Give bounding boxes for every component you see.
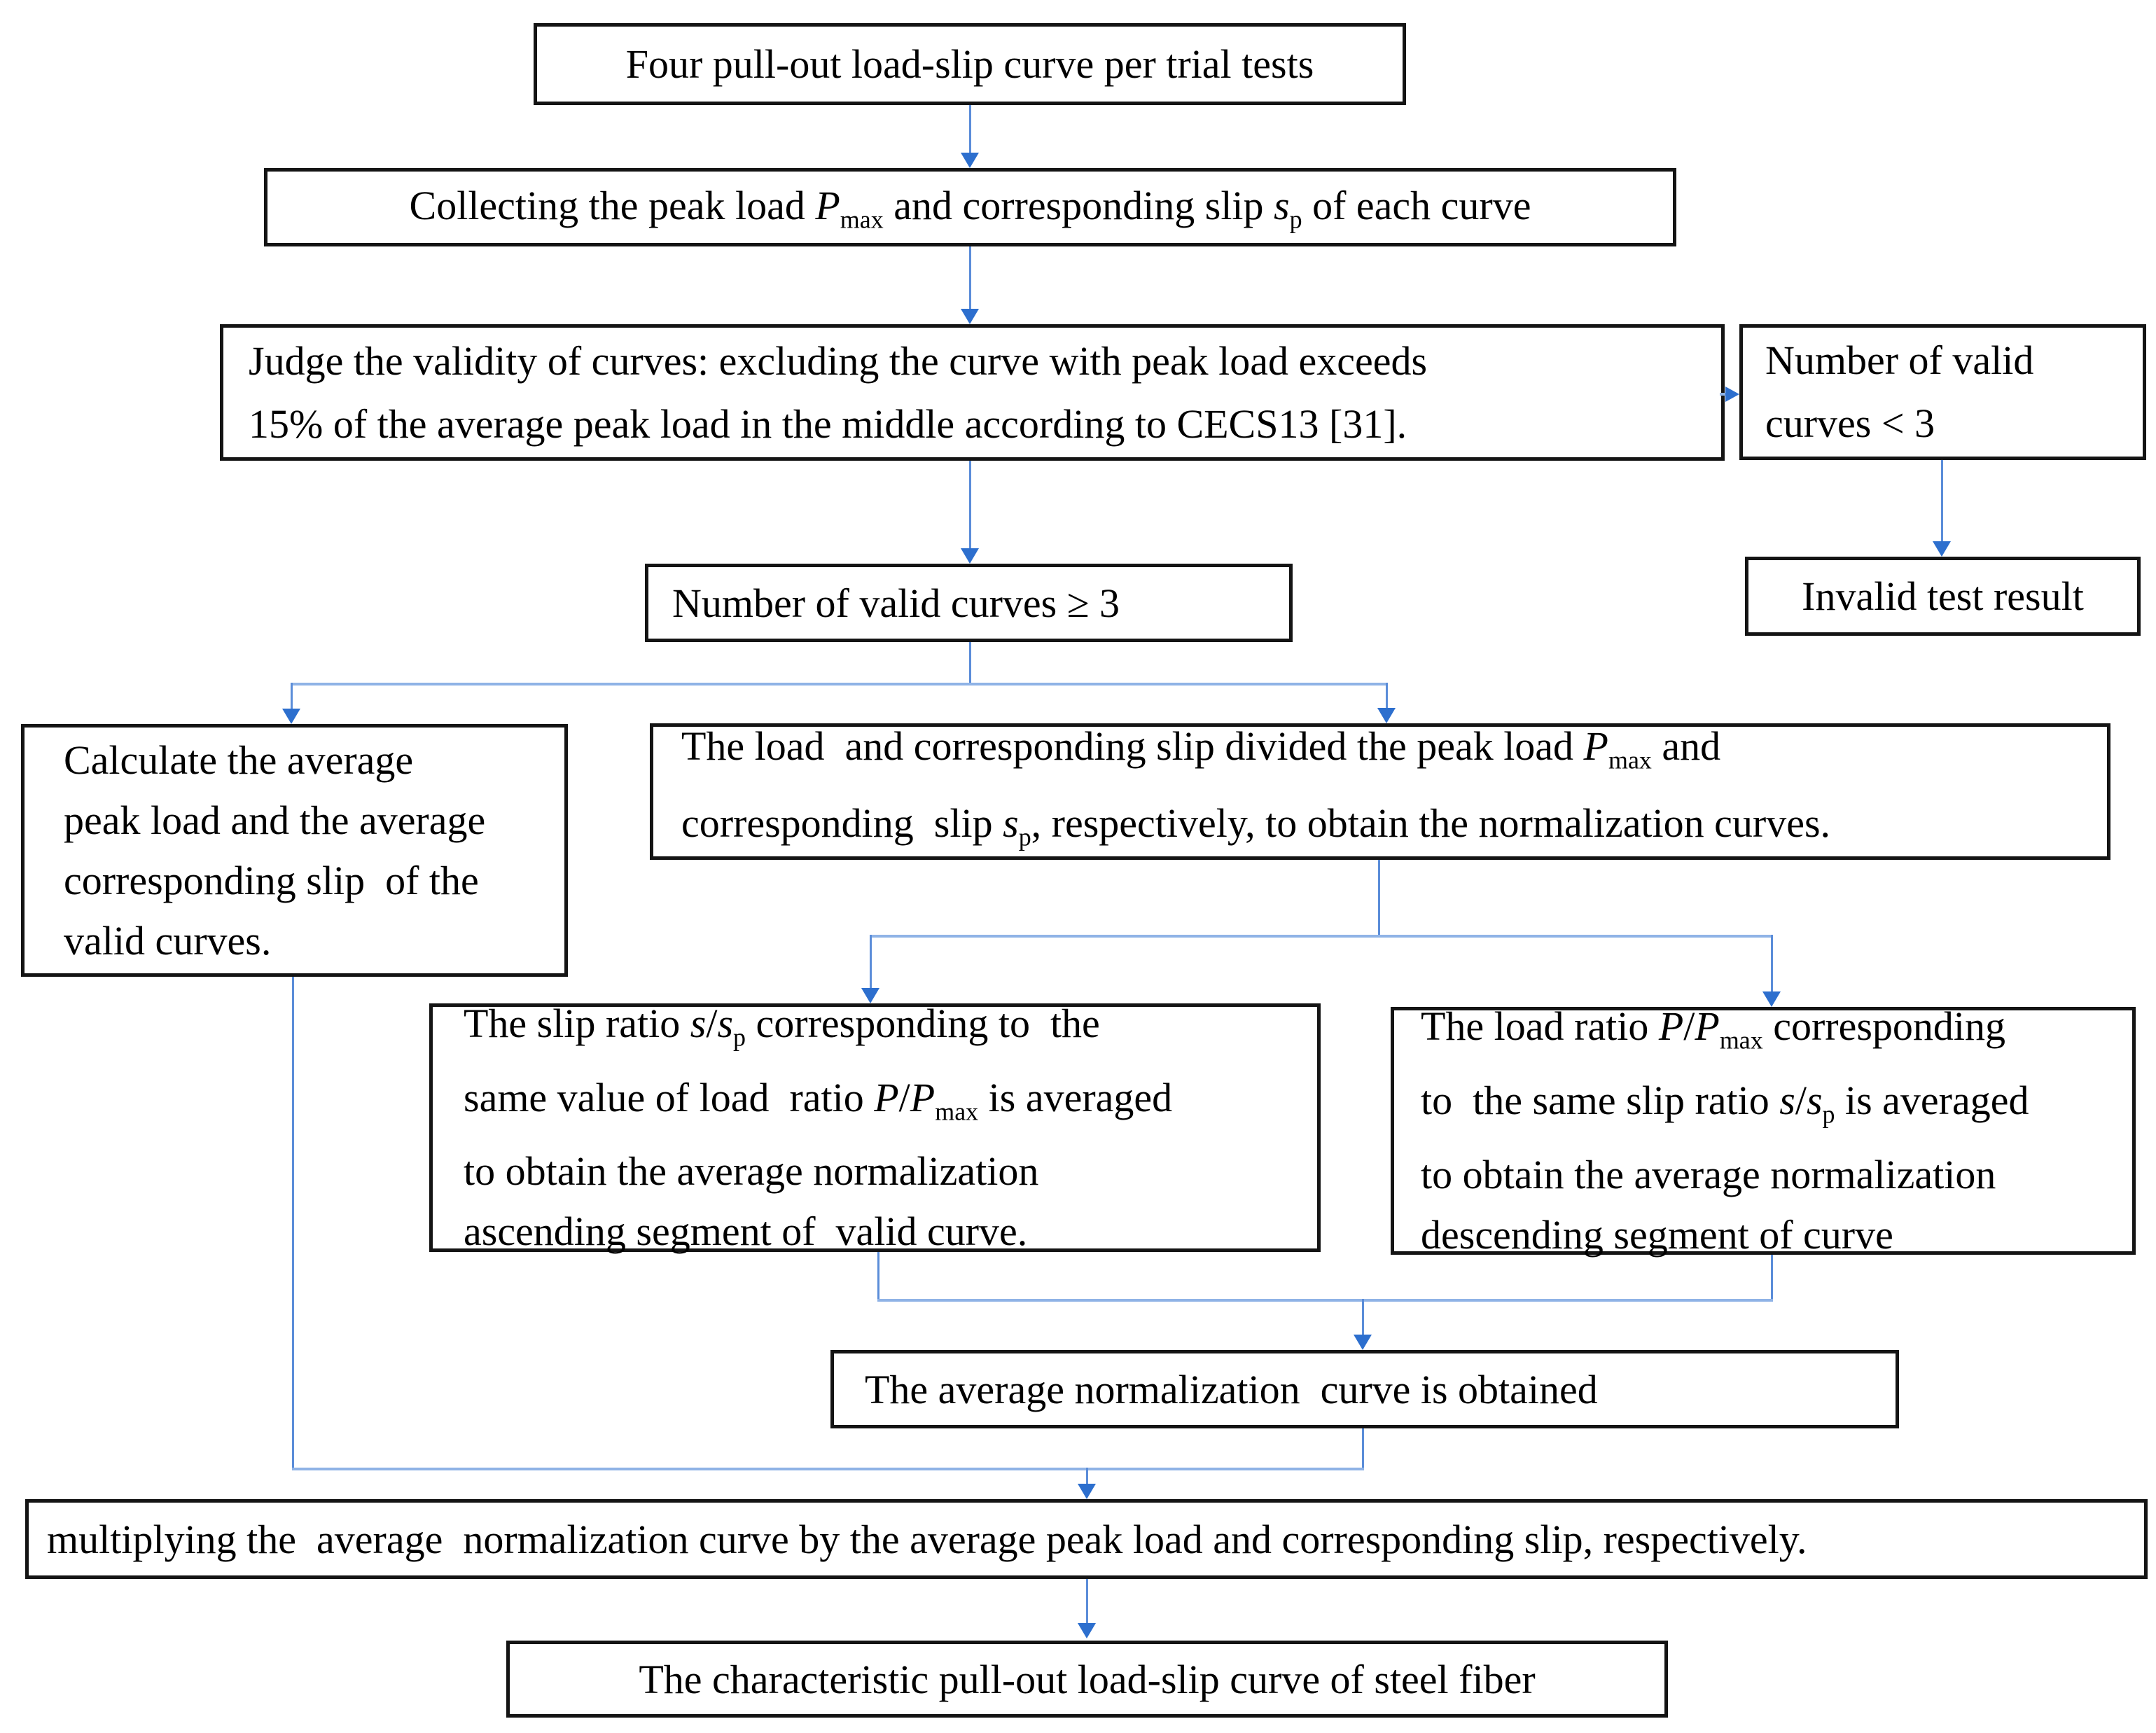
text-line: The load ratio P/Pmax corresponding: [1421, 1003, 2006, 1055]
text-line: to the same slip ratio s/sp is averaged: [1421, 1078, 2029, 1129]
text-line: The load and corresponding slip divided …: [681, 723, 1721, 774]
connector-multiply-final: [1086, 1579, 1088, 1624]
text-line: The average normalization curve is obtai…: [865, 1366, 1598, 1412]
connector-judge-lt3: [1720, 393, 1728, 396]
connector-collect-judge: [969, 246, 971, 309]
arrowhead-trial-collect: [961, 153, 979, 168]
text-line: descending segment of curve: [1421, 1211, 1893, 1258]
text-line: curves < 3: [1765, 401, 1935, 446]
node-load-ratio-descending: The load ratio P/Pmax corresponding to th…: [1391, 1003, 2136, 1258]
connector-trial-collect: [969, 105, 971, 154]
connector-merge-bar: [877, 1299, 1773, 1302]
connector-calc-leftpath: [292, 977, 294, 1470]
connector-split-to-calc: [291, 683, 293, 709]
arrowhead-split-loadratio: [1762, 991, 1781, 1007]
text-line: multiplying the average normalization cu…: [47, 1516, 1807, 1562]
arrowhead-split-slipratio: [861, 988, 879, 1003]
node-invalid-result: Invalid test result: [1745, 557, 2141, 636]
text-line: The characteristic pull-out load-slip cu…: [639, 1656, 1536, 1702]
connector-merge-to-multiply: [1086, 1468, 1088, 1485]
text-line: to obtain the average normalization: [464, 1148, 1039, 1195]
text-line: corresponding slip of the: [64, 857, 479, 903]
text-line: peak load and the average: [64, 797, 486, 843]
node-collect-peak-load: Collecting the peak load Pmax and corres…: [264, 168, 1676, 246]
connector-ge3-split-stem: [969, 642, 971, 685]
text-line: Judge the validity of curves: excluding …: [249, 337, 1428, 384]
connector-divide-split-bar: [870, 935, 1773, 938]
node-trial-tests: Four pull-out load-slip curve per trial …: [534, 23, 1406, 105]
text-line: 15% of the average peak load in the midd…: [249, 401, 1407, 447]
arrowhead-merge-avgnorm: [1354, 1335, 1372, 1350]
text-line: Collecting the peak load Pmax and corres…: [409, 183, 1531, 234]
connector-divide-split-stem: [1378, 860, 1380, 937]
node-calc-average: Calculate the average peak load and the a…: [21, 724, 568, 977]
connector-merge-to-avgnorm: [1362, 1299, 1364, 1336]
node-multiply-back: multiplying the average normalization cu…: [25, 1499, 2148, 1579]
connector-split-to-divide: [1386, 683, 1388, 709]
text-line: Number of valid curves ≥ 3: [672, 580, 1120, 626]
connector-split-to-loadratio: [1771, 935, 1773, 993]
node-valid-curves-ge3: Number of valid curves ≥ 3: [645, 564, 1293, 642]
node-normalize-divide: The load and corresponding slip divided …: [650, 723, 2110, 860]
connector-judge-ge3: [969, 461, 971, 550]
node-slip-ratio-ascending: The slip ratio s/sp corresponding to the…: [429, 1001, 1321, 1254]
text-line: ascending segment of valid curve.: [464, 1209, 1028, 1255]
arrowhead-split-divide: [1377, 708, 1396, 723]
connector-ge3-split-bar: [291, 683, 1388, 685]
arrowhead-merge-multiply: [1078, 1484, 1096, 1499]
text-line: same value of load ratio P/Pmax is avera…: [464, 1074, 1173, 1126]
text-line: Number of valid: [1765, 337, 2034, 383]
node-characteristic-curve: The characteristic pull-out load-slip cu…: [506, 1641, 1668, 1718]
text-line: Calculate the average: [64, 737, 414, 783]
text-line: corresponding slip sp, respectively, to …: [681, 800, 1831, 851]
arrowhead-split-calc: [282, 709, 300, 724]
node-judge-validity: Judge the validity of curves: excluding …: [220, 324, 1725, 461]
text-line: to obtain the average normalization: [1421, 1151, 1996, 1197]
node-average-normalization-curve: The average normalization curve is obtai…: [830, 1350, 1899, 1428]
connector-lt3-invalid: [1941, 460, 1943, 543]
connector-slipratio-merge: [877, 1252, 879, 1301]
text-line: The slip ratio s/sp corresponding to the: [464, 1000, 1100, 1052]
connector-split-to-slipratio: [870, 935, 872, 989]
arrowhead-collect-judge: [961, 309, 979, 324]
arrowhead-multiply-final: [1078, 1623, 1096, 1638]
text-line: Invalid test result: [1802, 573, 2084, 619]
node-valid-curves-lt3: Number of valid curves < 3: [1739, 324, 2146, 460]
connector-loadratio-merge: [1771, 1255, 1773, 1301]
arrowhead-judge-ge3: [961, 548, 979, 564]
connector-avgnorm-down: [1362, 1428, 1364, 1470]
arrowhead-lt3-invalid: [1933, 541, 1951, 557]
connector-bottom-merge-bar: [292, 1468, 1364, 1470]
text-line: valid curves.: [64, 917, 272, 963]
text-line: Four pull-out load-slip curve per trial …: [625, 41, 1314, 87]
arrowhead-judge-lt3: [1725, 387, 1739, 402]
